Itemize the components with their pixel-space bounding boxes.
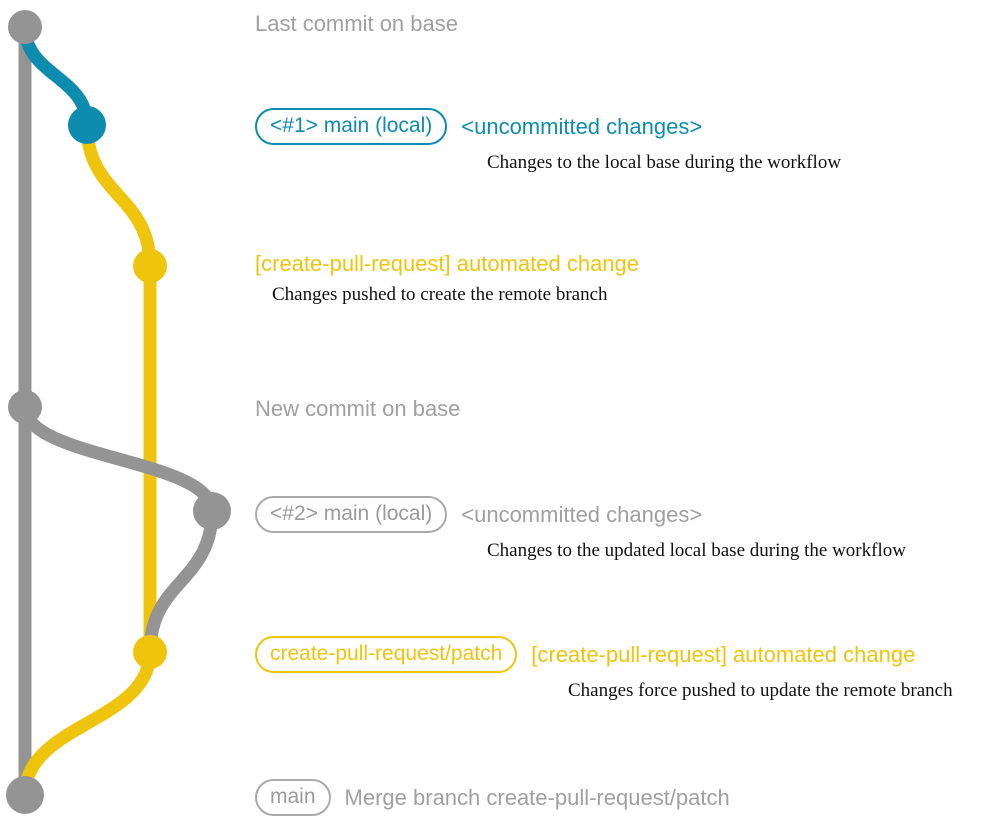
commit-title-automated-change-2: [create-pull-request] automated change <box>531 641 916 667</box>
commit-title-last-commit-on-base: Last commit on base <box>255 11 458 36</box>
node-merge-commit <box>6 776 44 814</box>
row-main: create-pull-request/patch [create-pull-r… <box>255 636 915 673</box>
row-last-commit-on-base: Last commit on base <box>255 11 458 37</box>
edge-local2-to-patch-2 <box>143 504 219 659</box>
commit-title-local-commit-1: <uncommitted changes> <box>461 113 703 139</box>
row-main: Last commit on base <box>255 11 458 37</box>
node-local-uncommitted-1 <box>68 106 106 144</box>
row-main: <#2> main (local) <uncommitted changes> <box>255 496 702 533</box>
commit-description-automated-change-1: Changes pushed to create the remote bran… <box>272 284 608 305</box>
branch-badge-create-pull-request-patch[interactable]: create-pull-request/patch <box>255 636 518 673</box>
branch-badge-main[interactable]: main <box>255 779 331 816</box>
edge-patch-to-merge <box>18 645 157 802</box>
row-automated-change-1: [create-pull-request] automated change C… <box>255 251 639 306</box>
row-main: <#1> main (local) <uncommitted changes> <box>255 108 702 145</box>
branch-badge-main-local-2[interactable]: <#2> main (local) <box>255 496 448 533</box>
node-new-commit-on-base <box>8 390 42 424</box>
branch-badge-main-local-1[interactable]: <#1> main (local) <box>255 108 448 145</box>
commit-description-automated-change-2: Changes force pushed to update the remot… <box>568 680 953 701</box>
node-last-commit-on-base <box>8 10 42 44</box>
row-local-commit-1: <#1> main (local) <uncommitted changes> … <box>255 108 841 174</box>
row-main: main Merge branch create-pull-request/pa… <box>255 779 730 816</box>
commit-description-local-commit-1: Changes to the local base during the wor… <box>487 152 842 173</box>
node-automated-change-2 <box>133 635 167 669</box>
row-main: [create-pull-request] automated change <box>255 251 639 277</box>
row-merge-commit: main Merge branch create-pull-request/pa… <box>255 779 730 816</box>
commit-title-merge-commit: Merge branch create-pull-request/patch <box>344 784 730 810</box>
commit-title-new-commit-on-base: New commit on base <box>255 396 461 421</box>
commit-description-local-commit-2: Changes to the updated local base during… <box>487 540 906 561</box>
commit-title-local-commit-2: <uncommitted changes> <box>461 501 703 527</box>
row-local-commit-2: <#2> main (local) <uncommitted changes> … <box>255 496 906 562</box>
row-automated-change-2: create-pull-request/patch [create-pull-r… <box>255 636 953 702</box>
node-automated-change-1 <box>133 249 167 283</box>
edge-base-to-local-2 <box>18 400 219 518</box>
node-local-uncommitted-2 <box>193 492 231 530</box>
edge-local-to-patch-1 <box>80 118 157 273</box>
row-new-commit-on-base: New commit on base <box>255 396 460 422</box>
commit-title-automated-change-1: [create-pull-request] automated change <box>255 251 640 276</box>
git-nodes <box>6 10 231 814</box>
row-main: New commit on base <box>255 396 460 422</box>
